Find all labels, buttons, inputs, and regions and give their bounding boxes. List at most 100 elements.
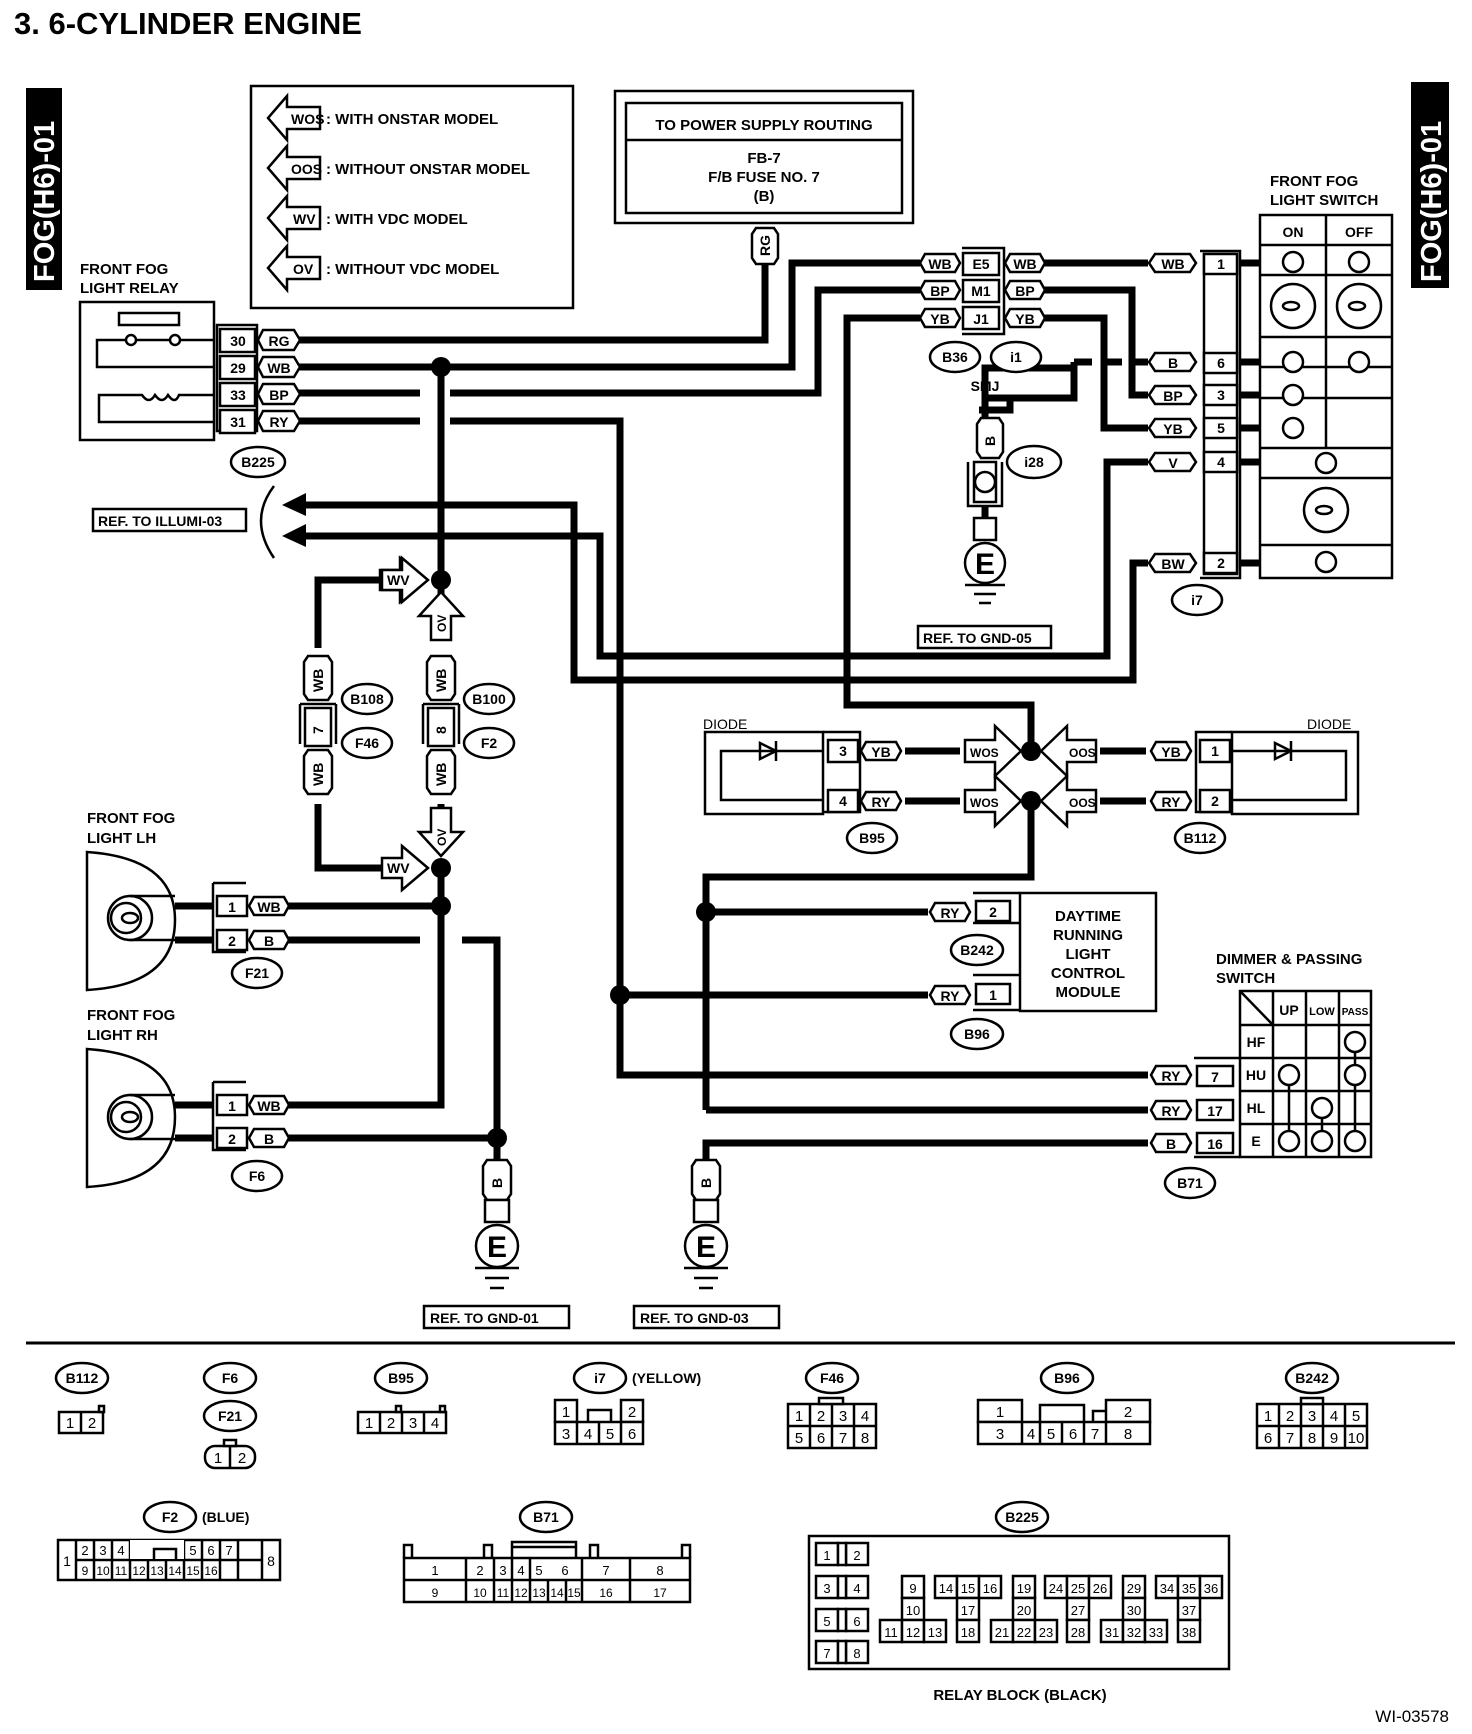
svg-text:6: 6 bbox=[628, 1426, 636, 1443]
svg-text:WB: WB bbox=[433, 763, 449, 786]
relay-block-pin: 23 bbox=[1033, 1618, 1059, 1644]
wire-tag: YB bbox=[859, 740, 903, 762]
pin-label: 34 bbox=[1160, 1581, 1174, 1596]
svg-text:B: B bbox=[489, 1178, 505, 1188]
svg-text:FRONT FOG: FRONT FOG bbox=[1270, 173, 1358, 190]
front-fog-light-switch: FRONT FOG LIGHT SWITCH ON OFF 1 6 3 5 4 … bbox=[1147, 173, 1394, 617]
wire-tag: RY bbox=[928, 984, 972, 1006]
relay-block-pin: 8 bbox=[844, 1639, 870, 1665]
pin-label: 5 bbox=[823, 1614, 830, 1629]
svg-text:5: 5 bbox=[606, 1426, 614, 1443]
svg-text:DAYTIME: DAYTIME bbox=[1055, 908, 1121, 925]
svg-text:BW: BW bbox=[1161, 556, 1185, 572]
svg-text:3: 3 bbox=[839, 743, 847, 759]
pin-label: 26 bbox=[1093, 1581, 1107, 1596]
svg-text:WB: WB bbox=[257, 1098, 280, 1114]
svg-text:6: 6 bbox=[1217, 355, 1225, 371]
wire-tag: BW bbox=[1147, 552, 1198, 574]
svg-text:1: 1 bbox=[996, 1404, 1004, 1421]
relay-pair-divider bbox=[836, 1574, 848, 1600]
svg-text:4: 4 bbox=[517, 1563, 524, 1578]
wire-tag: RY bbox=[859, 790, 903, 812]
svg-text:PASS: PASS bbox=[1342, 1007, 1369, 1018]
svg-text:2: 2 bbox=[817, 1408, 825, 1425]
svg-text:2: 2 bbox=[228, 933, 236, 949]
svg-text:RY: RY bbox=[270, 414, 290, 430]
svg-text:33: 33 bbox=[230, 387, 246, 403]
svg-text:7: 7 bbox=[1211, 1069, 1219, 1085]
svg-text:4: 4 bbox=[431, 1415, 439, 1432]
svg-text:WB: WB bbox=[1161, 256, 1184, 272]
svg-text:3: 3 bbox=[409, 1415, 417, 1432]
svg-text:RG: RG bbox=[757, 235, 773, 256]
svg-text:WV: WV bbox=[387, 572, 410, 588]
pin-label: 17 bbox=[961, 1603, 975, 1618]
svg-text:: WITHOUT VDC MODEL: : WITHOUT VDC MODEL bbox=[326, 261, 499, 278]
svg-text:RY: RY bbox=[941, 905, 961, 921]
relay-block-pin: 1 bbox=[814, 1541, 840, 1567]
svg-text:6: 6 bbox=[561, 1563, 568, 1578]
svg-text:1: 1 bbox=[1264, 1408, 1272, 1425]
svg-text:10: 10 bbox=[1348, 1430, 1365, 1447]
svg-text:WOS: WOS bbox=[970, 796, 999, 810]
pin-label: 21 bbox=[995, 1625, 1009, 1640]
svg-text:2: 2 bbox=[387, 1415, 395, 1432]
svg-text:16: 16 bbox=[204, 1564, 218, 1578]
svg-text:B: B bbox=[698, 1178, 714, 1188]
svg-text:E: E bbox=[1251, 1133, 1260, 1149]
svg-text:E5: E5 bbox=[972, 256, 989, 272]
relay-block-pin: 10 bbox=[900, 1596, 926, 1622]
svg-text:8: 8 bbox=[1124, 1426, 1132, 1443]
pin-label: 1 bbox=[823, 1548, 830, 1563]
pin-label: 9 bbox=[909, 1581, 916, 1596]
svg-text:WB: WB bbox=[267, 360, 290, 376]
svg-text:RY: RY bbox=[1162, 794, 1182, 810]
wire-tag: BP bbox=[1003, 279, 1047, 301]
svg-text:V: V bbox=[1168, 455, 1178, 471]
wire-tag: WB bbox=[256, 355, 302, 379]
svg-text:1: 1 bbox=[562, 1404, 570, 1421]
svg-text:8: 8 bbox=[656, 1563, 663, 1578]
svg-text:3: 3 bbox=[1217, 387, 1225, 403]
svg-text:OV: OV bbox=[435, 829, 449, 846]
svg-text:WOS: WOS bbox=[970, 746, 999, 760]
svg-text:OV: OV bbox=[293, 261, 314, 277]
svg-text:14: 14 bbox=[550, 1586, 564, 1600]
svg-text:3: 3 bbox=[839, 1408, 847, 1425]
relay-block-pin: 15 bbox=[955, 1574, 981, 1600]
svg-text:E: E bbox=[975, 548, 995, 581]
svg-text:DIMMER & PASSING: DIMMER & PASSING bbox=[1216, 951, 1362, 968]
svg-text:6: 6 bbox=[1069, 1426, 1077, 1443]
diode-icon bbox=[758, 740, 779, 762]
ground-i28: B i28 E REF. TO GND-05 bbox=[916, 395, 1063, 650]
wire-tag: BP bbox=[1147, 384, 1198, 406]
front-fog-light-relay: FRONT FOG LIGHT RELAY 30 29 33 31 RG WB … bbox=[78, 261, 302, 479]
pin-label: 24 bbox=[1049, 1581, 1063, 1596]
svg-text:2: 2 bbox=[238, 1450, 246, 1467]
ground-gnd-01: B E REF. TO GND-01 bbox=[422, 1158, 571, 1330]
legend-item-oos: OOS : WITHOUT ONSTAR MODEL bbox=[266, 142, 530, 194]
pin-label: 18 bbox=[961, 1625, 975, 1640]
svg-text:14: 14 bbox=[168, 1564, 182, 1578]
relay-block-pin: 4 bbox=[844, 1574, 870, 1600]
connector-label: B100 bbox=[472, 691, 506, 707]
svg-text:LOW: LOW bbox=[1309, 1006, 1335, 1018]
connector-label: B225 bbox=[241, 454, 275, 470]
svg-text:12: 12 bbox=[132, 1564, 146, 1578]
svg-text:FB-7: FB-7 bbox=[747, 150, 780, 167]
pin-label: 12 bbox=[906, 1625, 920, 1640]
connector-view-f6: F6 F21 1 2 bbox=[202, 1361, 258, 1470]
svg-text:WB: WB bbox=[257, 899, 280, 915]
relay-block-pin: 30 bbox=[1121, 1596, 1147, 1622]
svg-text:13: 13 bbox=[532, 1586, 546, 1600]
pin-label: 31 bbox=[1105, 1625, 1119, 1640]
svg-text:1: 1 bbox=[228, 899, 236, 915]
svg-text:DIODE: DIODE bbox=[1307, 716, 1351, 732]
relay-block-pin: 3 bbox=[814, 1574, 840, 1600]
relay-block-pin: 16 bbox=[977, 1574, 1003, 1600]
svg-text:3: 3 bbox=[499, 1563, 506, 1578]
connector-label: F46 bbox=[355, 735, 379, 751]
relay-block-pin: 18 bbox=[955, 1618, 981, 1644]
ref-illumi: REF. TO ILLUMI-03 bbox=[91, 485, 306, 559]
svg-text:7: 7 bbox=[225, 1543, 232, 1558]
